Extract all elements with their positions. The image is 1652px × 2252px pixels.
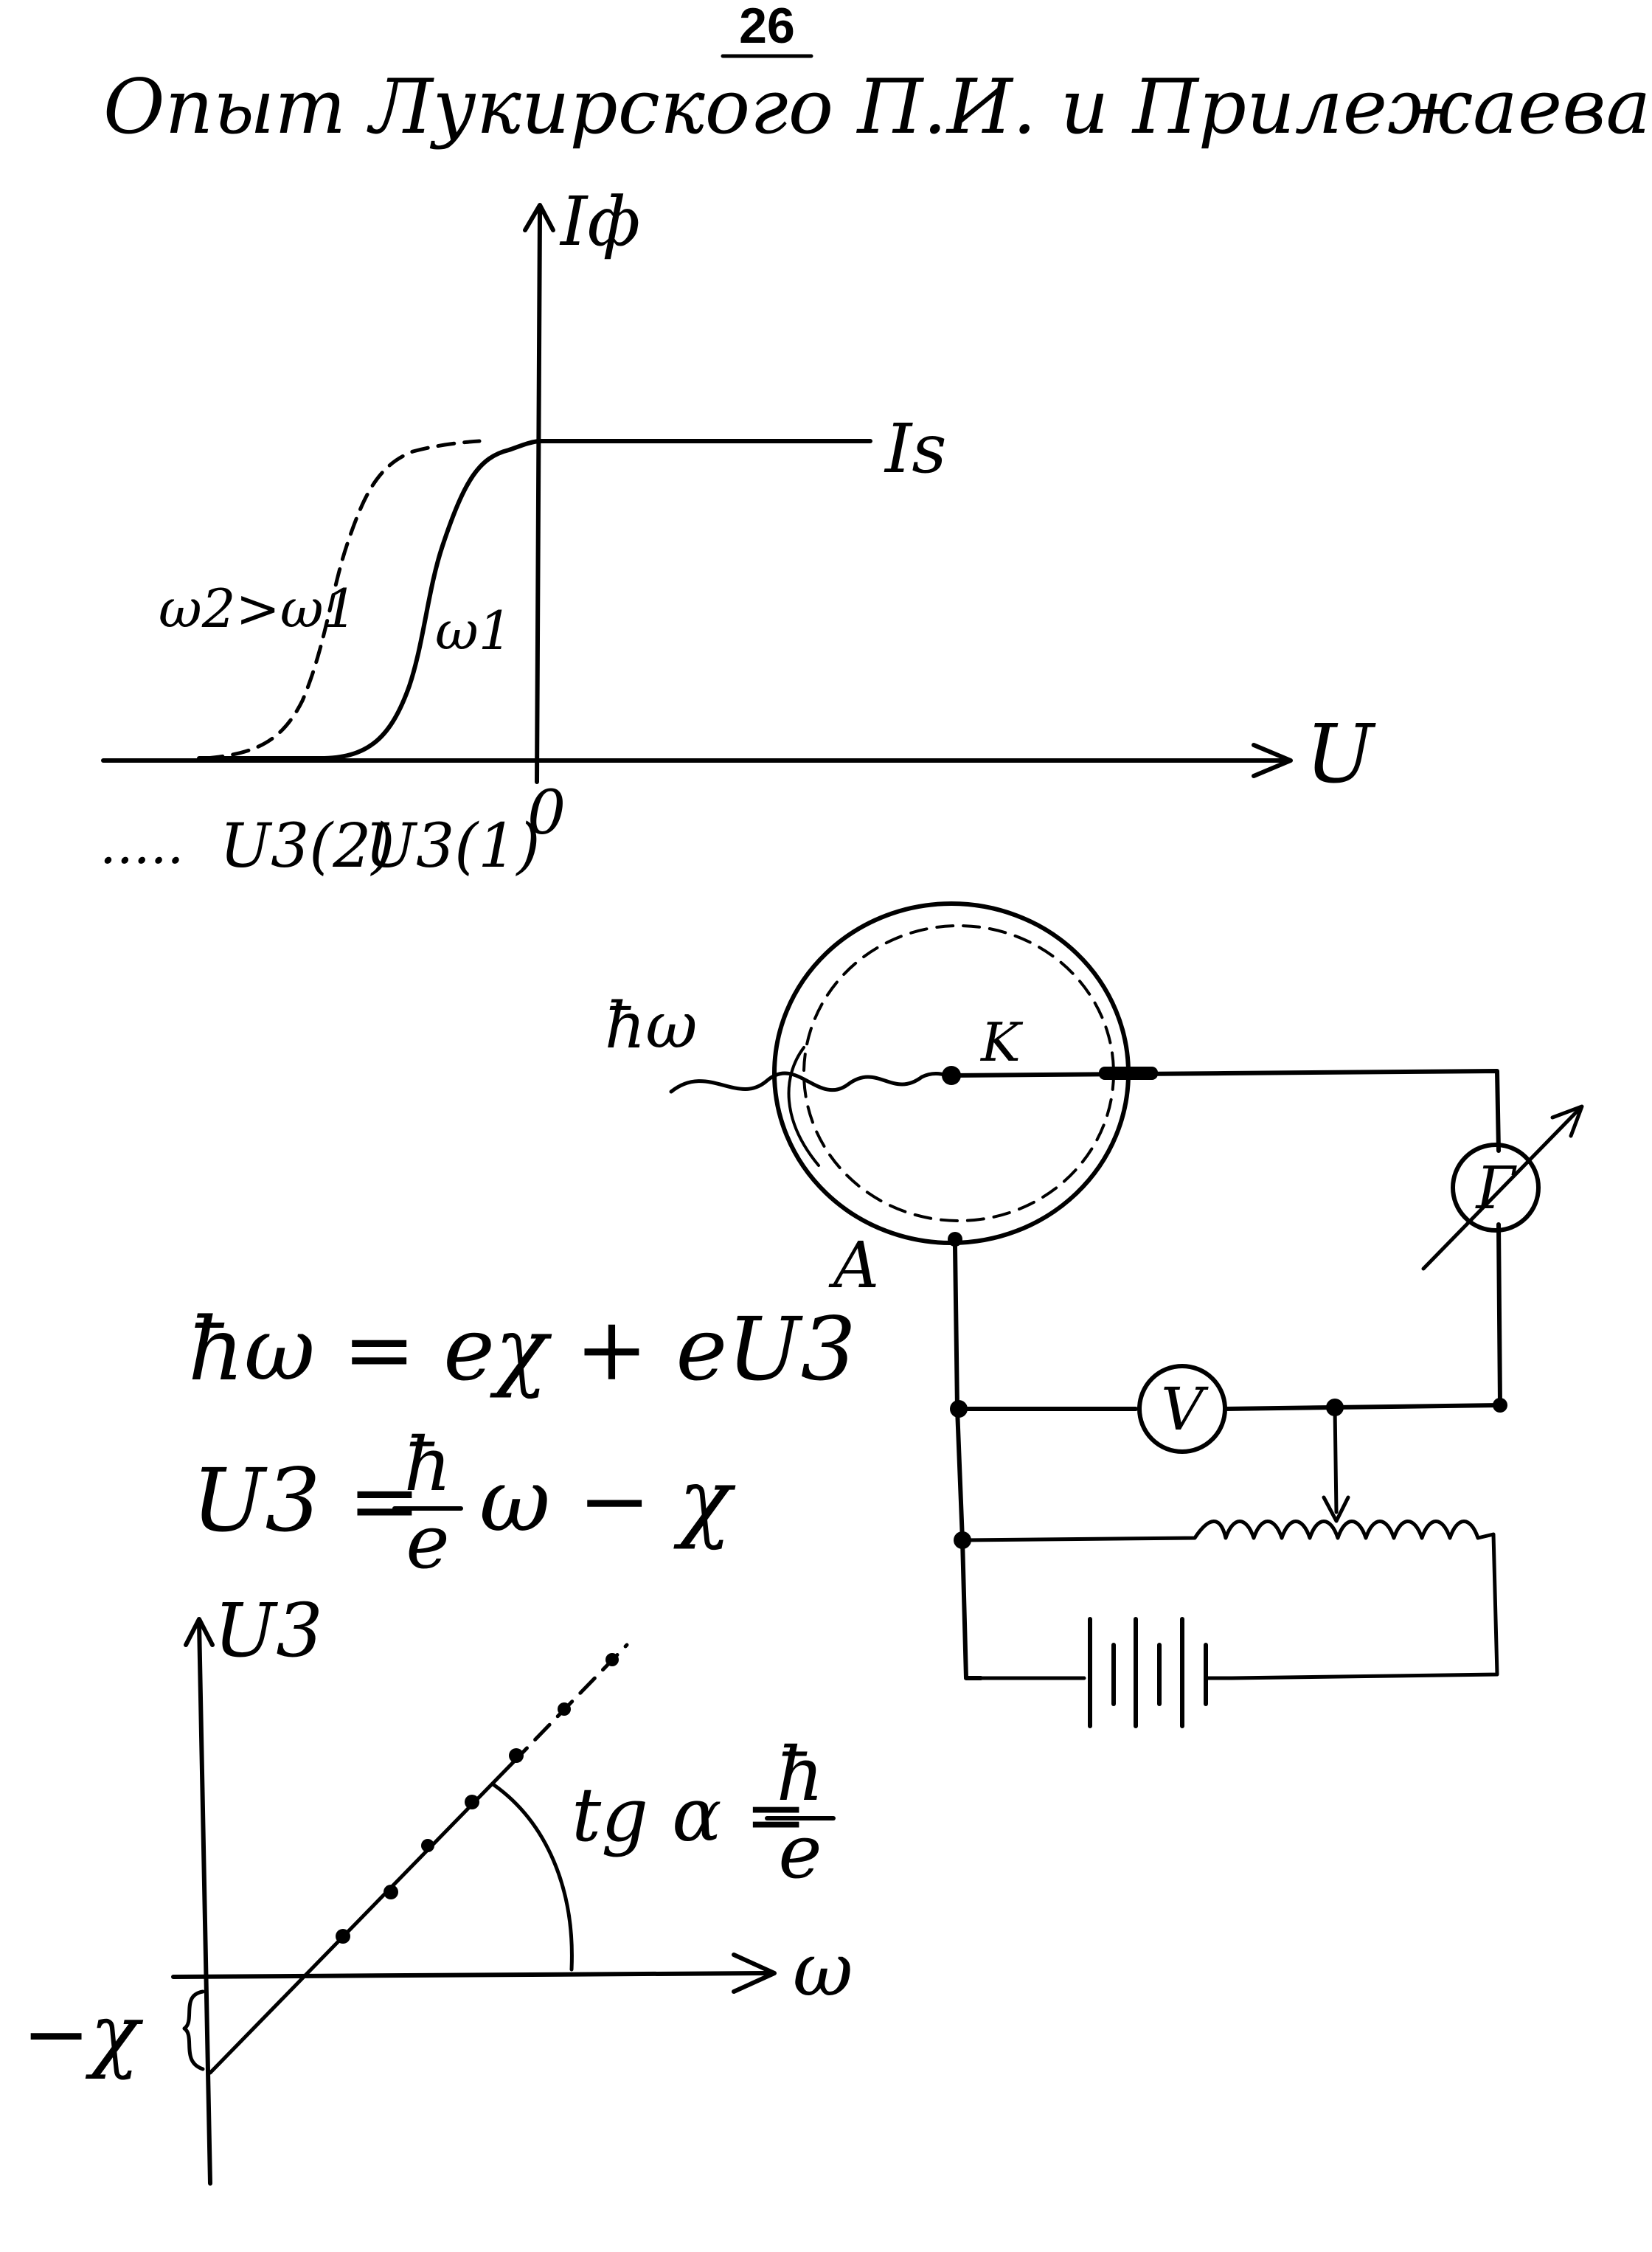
anode-dot bbox=[948, 1232, 962, 1247]
equation-stop-voltage-rhs: ω − χ bbox=[479, 1449, 736, 1551]
galvanometer bbox=[1451, 1143, 1541, 1233]
data-point bbox=[421, 1839, 434, 1852]
curve-omega2-label: ω2>ω1 bbox=[159, 578, 357, 640]
equation-einstein: ħω = eχ + eU3 bbox=[188, 1298, 856, 1400]
junction-voltmeter-left bbox=[950, 1400, 968, 1418]
intercept-brace bbox=[182, 1989, 205, 2071]
iv-x-arrowhead bbox=[1252, 743, 1293, 778]
cathode-label: K bbox=[979, 1011, 1024, 1073]
wire-anode-left-rail bbox=[953, 1244, 983, 1680]
slope-angle-arc bbox=[492, 1783, 574, 1972]
data-point bbox=[336, 1929, 350, 1944]
slope-label: tg α = bbox=[572, 1772, 807, 1858]
iv-curve-omega1 bbox=[197, 439, 872, 761]
rheostat bbox=[960, 1520, 1499, 1680]
page-title: Опыт Лукирского П.И. и Прилежаева С.С. bbox=[103, 63, 1652, 151]
photon-label: ħω bbox=[605, 989, 698, 1063]
data-point bbox=[605, 1653, 619, 1666]
stop-voltage-plot: U3 ω tg α = ħ e −χ bbox=[22, 1587, 853, 2186]
data-point bbox=[465, 1795, 479, 1809]
saturation-current-label: Is bbox=[884, 409, 947, 488]
iv-curve-omega2 bbox=[204, 439, 482, 761]
wire-voltmeter-right bbox=[1223, 1403, 1502, 1411]
rheostat-slider bbox=[1333, 1405, 1339, 1514]
linear-x-axis-label: ω bbox=[793, 1927, 853, 2013]
iv-x-axis-label: U bbox=[1305, 707, 1376, 801]
iv-origin-label: 0 bbox=[527, 778, 566, 848]
photocell-circuit: ħω K A Г V bbox=[605, 901, 1584, 1728]
slope-fraction-denominator: e bbox=[778, 1809, 822, 1895]
fit-line bbox=[208, 1761, 515, 2075]
stop-voltage-2-label: U3(2) bbox=[220, 811, 395, 881]
cathode-seal bbox=[1099, 1067, 1158, 1080]
stop-voltage-1-label: U3(1) bbox=[365, 811, 540, 881]
iv-y-axis-label: Iф bbox=[559, 182, 640, 261]
battery bbox=[979, 1617, 1234, 1728]
page-number: 26 bbox=[739, 0, 795, 54]
intercept-label: −χ bbox=[22, 1986, 144, 2081]
equation-fraction-numerator: ħ bbox=[404, 1421, 451, 1508]
wire-galvanometer-down bbox=[1496, 1222, 1502, 1407]
linear-x-axis bbox=[171, 1971, 769, 1979]
slope-fraction-numerator: ħ bbox=[777, 1731, 824, 1818]
linear-x-arrowhead bbox=[732, 1953, 777, 1994]
data-point bbox=[558, 1702, 571, 1716]
equation-fraction-denominator: e bbox=[406, 1499, 449, 1585]
galvanometer-arrowhead bbox=[1550, 1104, 1584, 1138]
curve-omega1-label: ω1 bbox=[435, 600, 513, 662]
rheostat-slider-arrowhead bbox=[1322, 1495, 1350, 1523]
galvanometer-arrow-shaft bbox=[1421, 1108, 1580, 1271]
cathode-lead bbox=[949, 1071, 1226, 1078]
data-point bbox=[509, 1748, 524, 1763]
incident-light-wave bbox=[669, 1071, 954, 1094]
wire-cathode-to-galvanometer bbox=[1222, 1069, 1501, 1153]
anode-label: A bbox=[828, 1229, 879, 1303]
linear-y-axis bbox=[197, 1621, 212, 2186]
iv-plot: Iф U Is ω2>ω1 ω1 U3(2) U3(1) 0 ..... bbox=[100, 182, 1376, 881]
junction-voltmeter-right bbox=[1493, 1398, 1507, 1413]
linear-y-arrowhead bbox=[184, 1617, 215, 1647]
photocell-window bbox=[787, 1046, 820, 1167]
equation-stop-voltage-lhs: U3 = bbox=[192, 1449, 421, 1551]
voltmeter-label: V bbox=[1161, 1375, 1209, 1444]
equations: ħω = eχ + eU3 U3 = ħ e ω − χ bbox=[188, 1298, 856, 1585]
iv-y-arrowhead bbox=[523, 203, 555, 232]
data-point bbox=[384, 1885, 398, 1899]
linear-y-axis-label: U3 bbox=[214, 1587, 323, 1674]
iv-y-axis bbox=[535, 208, 542, 784]
junction-rheostat-left bbox=[954, 1531, 971, 1549]
iv-dots-label: ..... bbox=[100, 814, 184, 876]
